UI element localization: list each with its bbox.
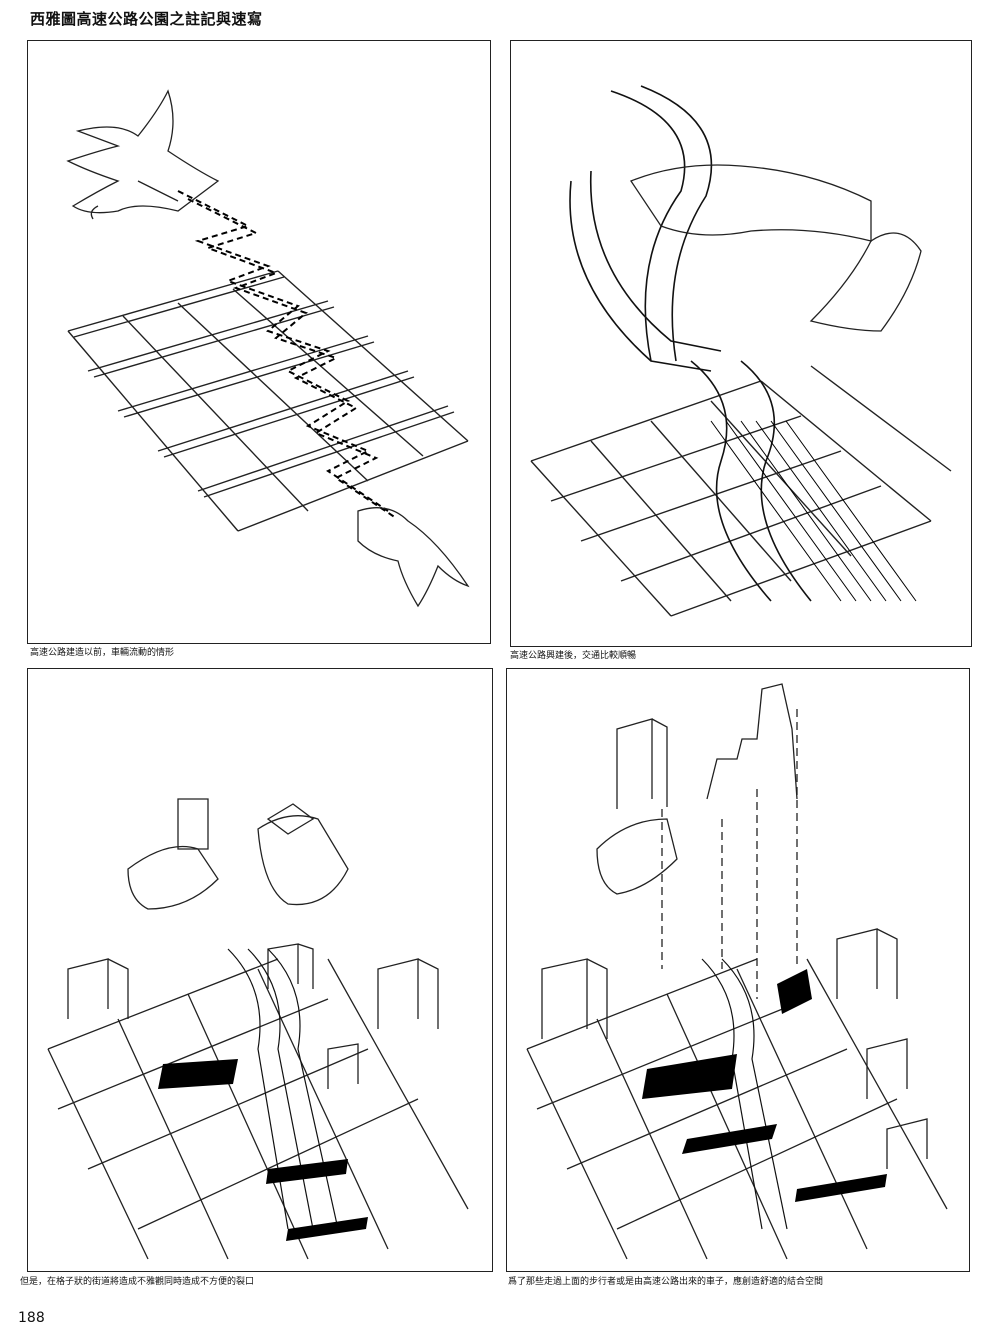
page-number: 188 bbox=[18, 1310, 45, 1326]
caption-panel-2: 高速公路興建後，交通比較順暢 bbox=[510, 650, 636, 662]
sketch-panel-grid-gap bbox=[27, 668, 493, 1272]
caption-panel-1: 高速公路建造以前，車輛流動的情形 bbox=[30, 647, 174, 659]
sketch-city-blocks-with-freeway-gap bbox=[28, 669, 492, 1271]
sketch-panel-after-freeway bbox=[510, 40, 972, 647]
sketch-park-over-freeway bbox=[507, 669, 969, 1271]
sketch-street-grid-with-arrows bbox=[28, 41, 490, 643]
caption-panel-4: 爲了那些走過上面的步行者或是由高速公路出來的車子，應創造舒適的結合空間 bbox=[508, 1276, 823, 1288]
caption-panel-3: 但是，在格子狀的街道將造成不雅觀同時造成不方便的裂口 bbox=[20, 1276, 254, 1288]
sketch-panel-connecting-space bbox=[506, 668, 970, 1272]
page-title: 西雅圖高速公路公園之註記與速寫 bbox=[30, 8, 263, 29]
sketch-freeway-over-grid bbox=[511, 41, 971, 646]
sketch-panel-before-freeway bbox=[27, 40, 491, 644]
